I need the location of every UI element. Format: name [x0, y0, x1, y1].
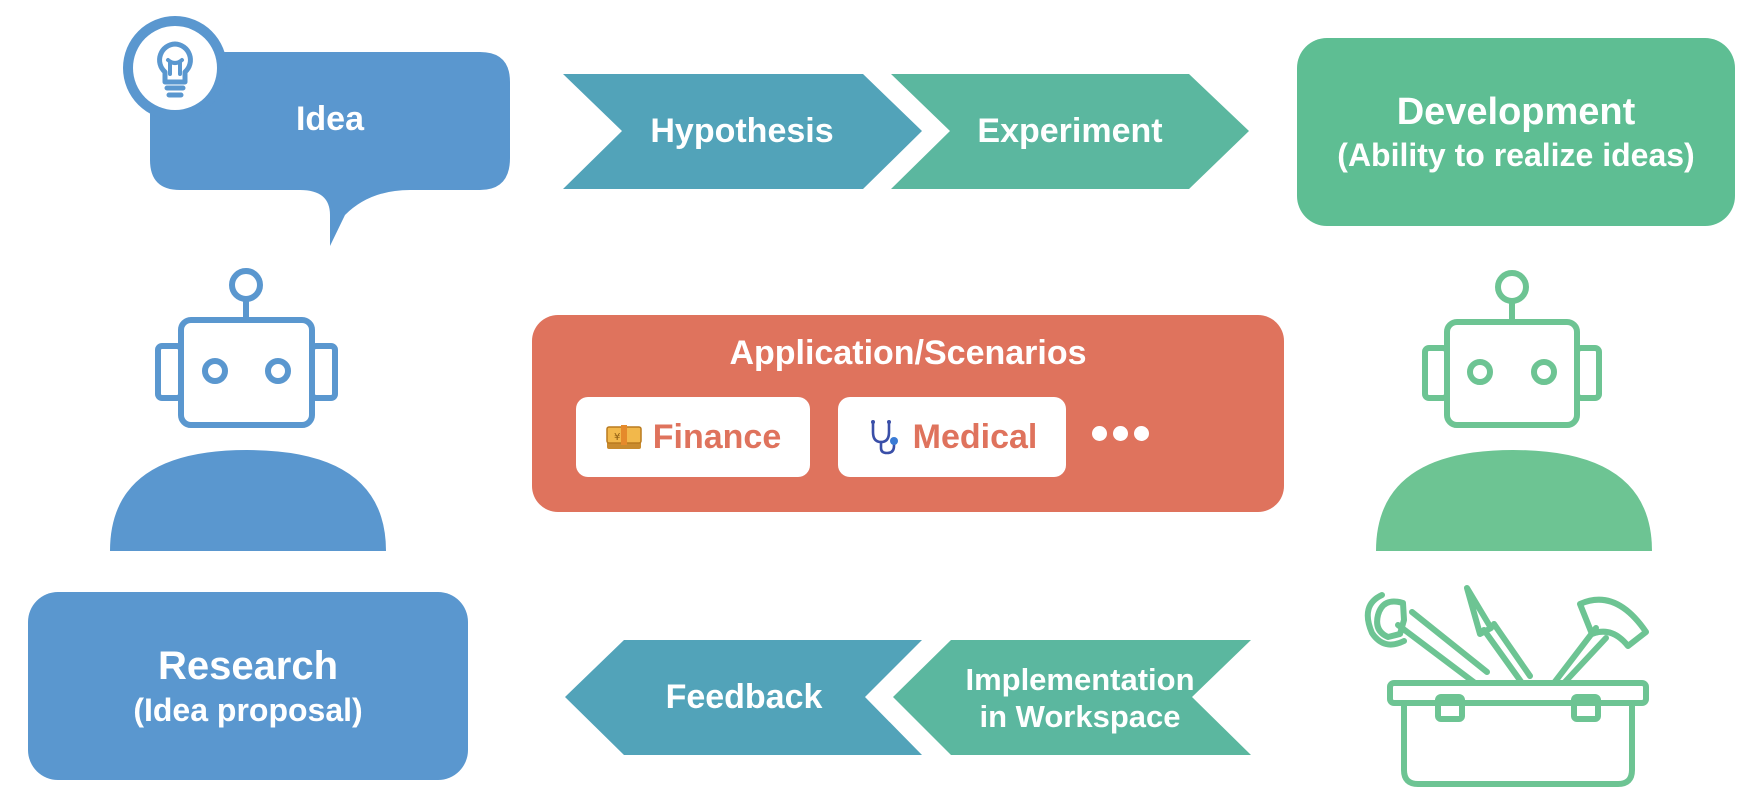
toolbox-icon [1364, 585, 1649, 787]
development-robot-body [1376, 450, 1652, 551]
lightbulb-icon [123, 16, 227, 120]
svg-text:¥: ¥ [614, 432, 620, 443]
dot [1092, 425, 1107, 441]
feedback-label: Feedback [665, 678, 823, 716]
application-title: Application/Scenarios [729, 334, 1087, 372]
dot [1134, 425, 1149, 441]
chevron-implementation [893, 640, 1251, 755]
dot [1113, 425, 1128, 441]
research-subtitle: (Idea proposal) [133, 692, 363, 728]
research-title: Research [157, 644, 339, 688]
chevron-feedback [565, 640, 922, 755]
research-robot-body [110, 450, 386, 551]
idea-label: Idea [295, 100, 365, 138]
hypothesis-label: Hypothesis [650, 112, 834, 150]
experiment-label: Experiment [977, 112, 1163, 150]
finance-label: Finance [652, 418, 782, 456]
development-subtitle: (Ability to realize ideas) [1337, 137, 1695, 173]
development-title: Development [1396, 91, 1636, 133]
medical-label: Medical [912, 418, 1038, 456]
application-scenarios-box: Application/Scenarios ¥ Finance Medical [532, 315, 1284, 512]
medical-card: Medical [838, 397, 1066, 477]
idea-speech-bubble [150, 52, 510, 246]
research-robot-icon [155, 268, 338, 428]
implementation-label: Implementation in Workspace [935, 659, 1225, 737]
chevron-hypothesis [563, 74, 922, 189]
development-robot-icon [1422, 270, 1602, 428]
ellipsis-icon [1092, 403, 1149, 463]
research-box: Research (Idea proposal) [28, 592, 468, 780]
implementation-label-line1: Implementation [965, 662, 1195, 697]
chevron-experiment [891, 74, 1249, 189]
implementation-label-line2: in Workspace [979, 699, 1181, 734]
money-icon: ¥ [606, 425, 642, 449]
finance-card: ¥ Finance [576, 397, 810, 477]
stethoscope-icon [870, 420, 898, 455]
development-box: Development (Ability to realize ideas) [1297, 38, 1735, 226]
